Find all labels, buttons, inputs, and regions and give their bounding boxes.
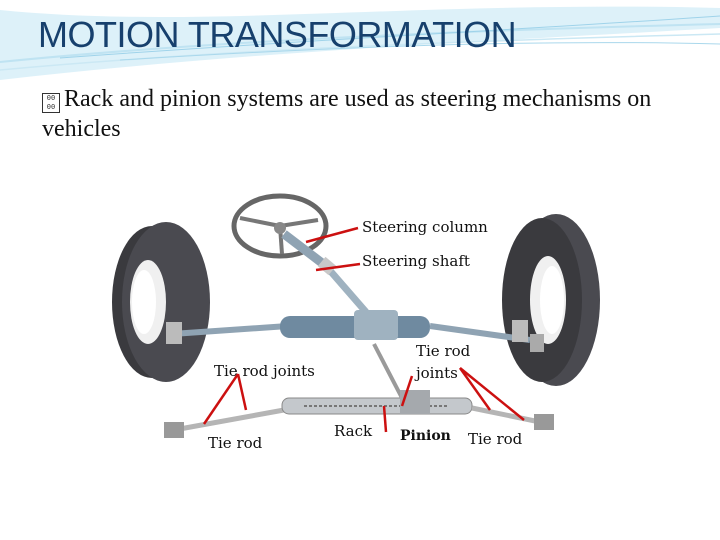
steering-diagram: Steering column Steering shaft Tie rod j… <box>104 184 608 460</box>
left-tire <box>112 222 210 382</box>
label-rack: Rack <box>334 422 373 440</box>
label-steering-shaft: Steering shaft <box>362 252 470 270</box>
header-swoosh-decoration <box>0 6 720 81</box>
label-steering-column: Steering column <box>362 218 488 236</box>
lower-rack-assembly <box>164 343 554 438</box>
bullet-text: Rack and pinion systems are used as stee… <box>42 86 652 142</box>
steering-wheel <box>231 193 329 259</box>
upper-rack-housing <box>166 310 544 352</box>
label-tie-rod-joints-right-line1: Tie rod <box>416 342 471 360</box>
label-tie-rod-joints-left: Tie rod joints <box>214 362 315 380</box>
slide-title: MOTION TRANSFORMATION <box>38 14 517 55</box>
label-tie-rod-right: Tie rod <box>468 430 523 448</box>
steering-diagram-drawing <box>112 193 600 438</box>
label-pointers <box>202 226 525 433</box>
label-tie-rod-joints-right-line2: joints <box>416 364 458 382</box>
steering-column <box>281 230 369 315</box>
label-tie-rod-left: Tie rod <box>208 434 263 452</box>
label-pinion: Pinion <box>400 428 451 444</box>
right-tire <box>502 214 600 386</box>
